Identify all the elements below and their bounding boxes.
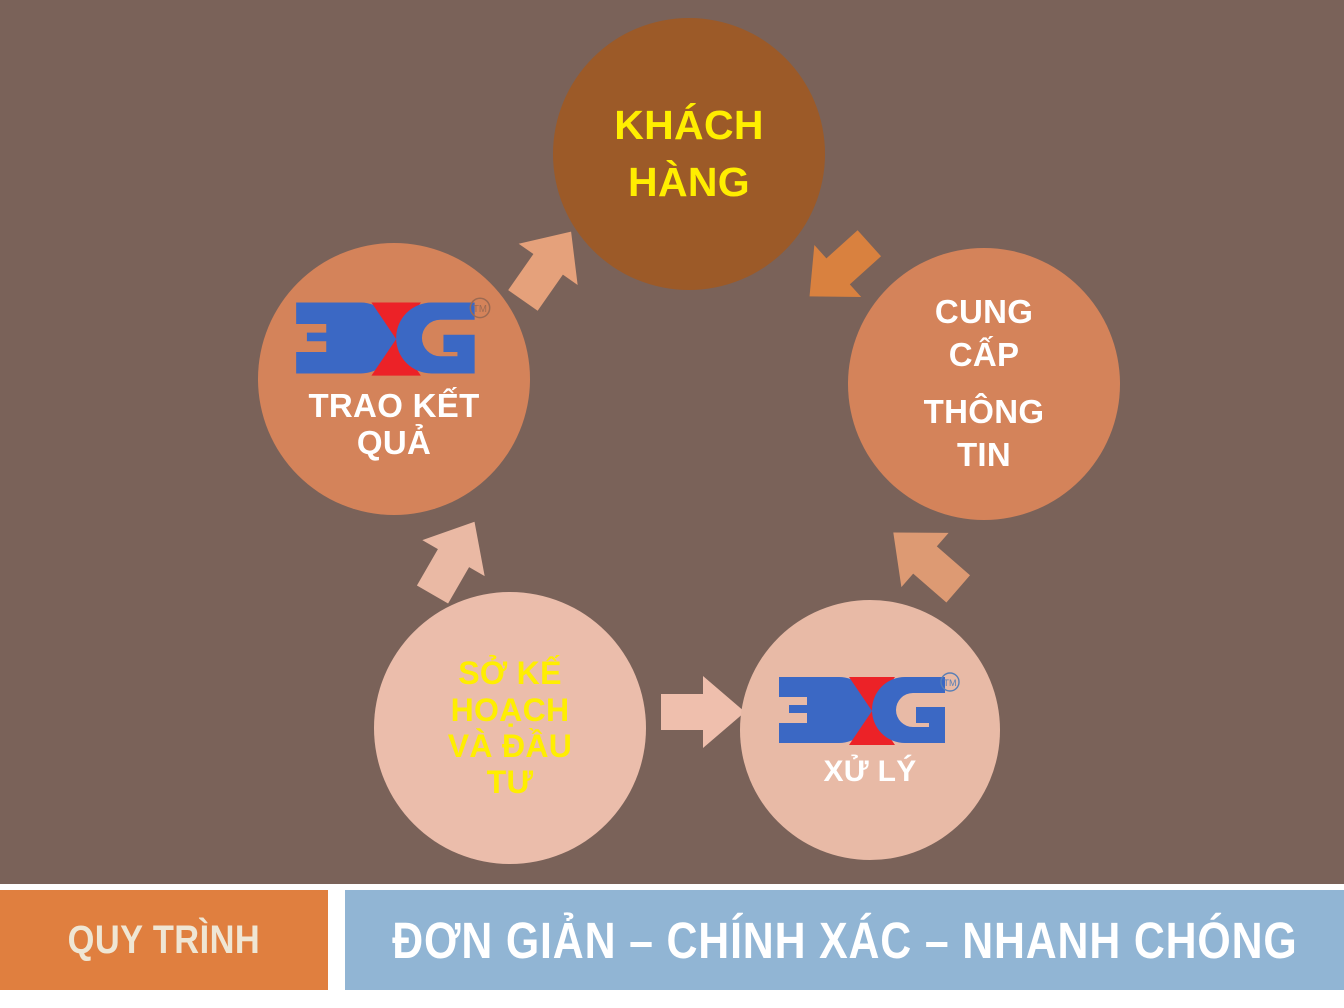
dng-logo-icon: TM: [294, 296, 494, 380]
cycle-node-supply-info-label-secondary: THÔNG TIN: [923, 393, 1045, 473]
arrow-result-to-customer: [497, 216, 597, 316]
arrow-supply-to-processing: [873, 510, 978, 610]
arrow-processing-to-department: [652, 665, 752, 760]
cycle-node-customer-label: KHÁCH HÀNG: [614, 102, 764, 205]
cycle-node-processing-label: XỬ LÝ: [823, 755, 917, 789]
banner-slogan-box: ĐƠN GIẢN – CHÍNH XÁC – NHANH CHÓNG: [345, 890, 1344, 990]
bottom-banner: QUY TRÌNH ĐƠN GIẢN – CHÍNH XÁC – NHANH C…: [0, 884, 1344, 1008]
banner-tag-box: QUY TRÌNH: [0, 890, 328, 990]
svg-text:TM: TM: [473, 304, 487, 315]
cycle-node-department-label: SỞ KẾ HOẠCH VÀ ĐẦU TƯ: [447, 655, 573, 801]
banner-slogan-label: ĐƠN GIẢN – CHÍNH XÁC – NHANH CHÓNG: [391, 911, 1298, 969]
banner-tag-label: QUY TRÌNH: [67, 917, 261, 962]
arrow-customer-to-supply: [793, 222, 888, 317]
cycle-node-deliver-result-label: TRAO KẾT QUẢ: [308, 387, 480, 461]
cycle-node-deliver-result[interactable]: TM TRAO KẾT QUẢ: [258, 243, 530, 515]
cycle-node-supply-info[interactable]: CUNG CẤP THÔNG TIN: [848, 248, 1120, 520]
cycle-node-processing[interactable]: TM XỬ LÝ: [740, 600, 1000, 860]
arrow-department-to-result: [403, 512, 503, 607]
cycle-node-customer[interactable]: KHÁCH HÀNG: [553, 18, 825, 290]
dng-logo-icon: TM: [777, 671, 963, 749]
svg-text:TM: TM: [944, 678, 957, 688]
cycle-node-department[interactable]: SỞ KẾ HOẠCH VÀ ĐẦU TƯ: [374, 592, 646, 864]
cycle-node-supply-info-label-primary: CUNG CẤP: [934, 293, 1034, 374]
